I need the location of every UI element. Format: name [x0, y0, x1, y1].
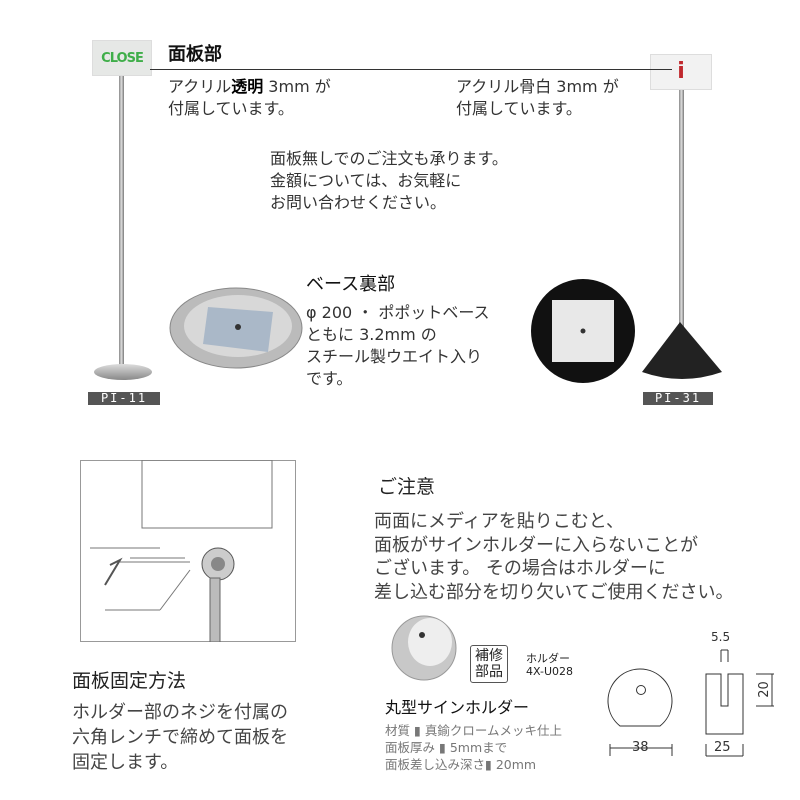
- base-title: ベース裏部: [306, 274, 396, 295]
- base-text: φ 200 ・ ポポットベース ともに 3.2mm の スチール製ウエイト入り …: [306, 302, 490, 390]
- repair-part-badge: 補修 部品: [470, 645, 508, 683]
- caution-line: 差し込む部分を切り欠いてご使用ください。: [374, 581, 734, 603]
- base-square-photo: [531, 279, 635, 383]
- note-line: 金額については、お気軽に: [270, 171, 462, 190]
- product-label-pi11: PI-11: [88, 392, 160, 405]
- part-label: ホルダー: [526, 652, 570, 665]
- panel-left-text: アクリル透明 3mm が 付属しています。: [168, 76, 331, 120]
- base-line: φ 200 ・ ポポットベース: [306, 303, 490, 322]
- fixing-line: 固定します。: [72, 752, 179, 773]
- close-sign-text: CLOSE: [101, 51, 144, 66]
- base-line: ともに 3.2mm の: [306, 325, 437, 344]
- spec-line: 面板厚み ▮ 5mmまで: [385, 740, 508, 755]
- info-icon: i: [677, 59, 685, 84]
- caution-line: ございます。 その場合はホルダーに: [374, 558, 666, 579]
- pole-left: [119, 76, 124, 368]
- caution-line: 面板がサインホルダーに入らないことが: [374, 534, 698, 556]
- caution-line: 両面にメディアを貼りこむと、: [374, 511, 625, 532]
- holder-photo: [391, 615, 457, 681]
- holder-name: 丸型サインホルダー: [385, 698, 530, 717]
- badge-line: 部品: [475, 664, 503, 680]
- fixing-line: 六角レンチで締めて面板を: [72, 727, 288, 748]
- text-prefix: アクリル: [168, 77, 232, 96]
- text-suffix: 3mm が: [263, 77, 331, 96]
- base-left: [94, 364, 152, 380]
- base-line: です。: [306, 369, 353, 388]
- note-line: 面板無しでのご注文も承ります。: [270, 149, 508, 168]
- pole-right: [679, 90, 684, 330]
- dim-diameter: 38: [632, 740, 649, 755]
- panel-title: 面板部: [168, 44, 222, 65]
- fixing-diagram: [80, 460, 296, 642]
- badge-line: 補修: [475, 648, 503, 664]
- base-line: スチール製ウエイト入り: [306, 347, 483, 366]
- fixing-text: ホルダー部のネジを付属の 六角レンチで締めて面板を 固定します。: [72, 700, 288, 775]
- holder-specs: 材質 ▮ 真鍮クロームメッキ仕上 面板厚み ▮ 5mmまで 面板差し込み深さ▮ …: [385, 722, 562, 773]
- fixing-title: 面板固定方法: [72, 670, 187, 692]
- text-line1: アクリル骨白 3mm が: [456, 77, 619, 96]
- dim-height: 20: [756, 681, 772, 698]
- panel-right-text: アクリル骨白 3mm が 付属しています。: [456, 76, 619, 120]
- dim-width: 25: [714, 740, 731, 755]
- product-label-pi31: PI-31: [643, 392, 713, 405]
- base-dish-photo: [169, 287, 303, 369]
- sign-info: i: [650, 54, 712, 90]
- spec-line: 面板差し込み深さ▮ 20mm: [385, 757, 537, 772]
- sign-close: CLOSE: [92, 40, 152, 76]
- text-bold: 透明: [231, 77, 264, 96]
- panel-note: 面板無しでのご注文も承ります。 金額については、お気軽に お問い合わせください。: [270, 148, 508, 214]
- caution-title: ご注意: [378, 476, 436, 498]
- panel-divider: [150, 69, 672, 70]
- fixing-line: ホルダー部のネジを付属の: [72, 702, 288, 723]
- dim-slot: 5.5: [711, 630, 731, 644]
- part-code: 4X-U028: [526, 665, 574, 678]
- cone-base: [642, 322, 722, 379]
- spec-line: 材質 ▮ 真鍮クロームメッキ仕上: [385, 723, 562, 738]
- caution-text: 両面にメディアを貼りこむと、 面板がサインホルダーに入らないことが ございます。…: [374, 510, 733, 604]
- text-line2: 付属しています。: [456, 99, 582, 118]
- dimension-drawing: [607, 649, 774, 757]
- part-info: ホルダー 4X-U028: [526, 652, 573, 678]
- note-line: お問い合わせください。: [270, 193, 447, 212]
- text-line2: 付属しています。: [168, 99, 294, 118]
